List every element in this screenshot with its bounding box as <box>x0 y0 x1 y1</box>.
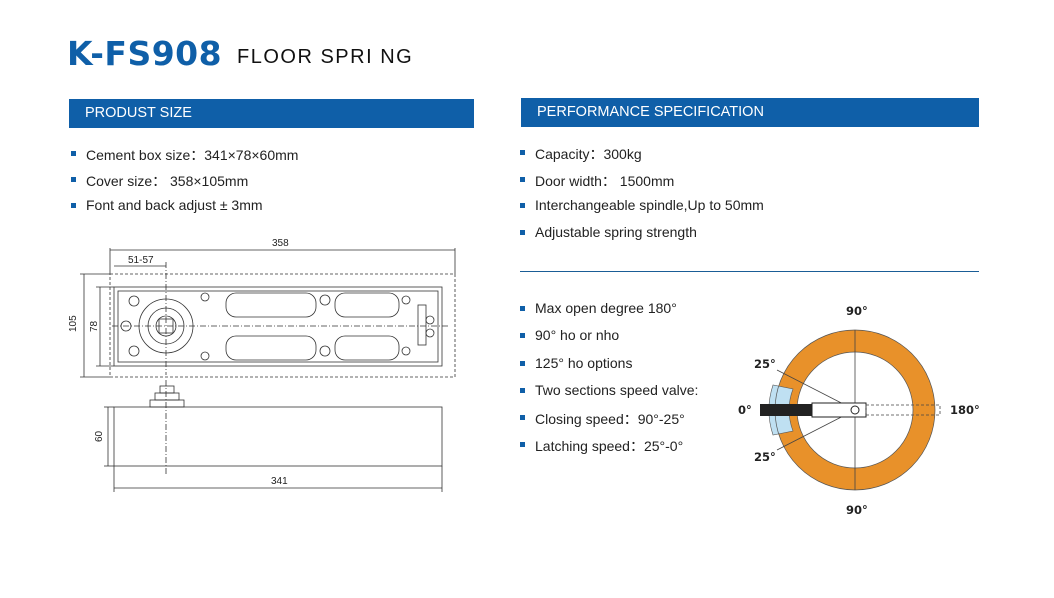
product-title: FLOOR SPRI NG <box>237 46 414 68</box>
section-divider <box>520 271 979 272</box>
label-25-lower: 25° <box>754 450 776 464</box>
product-size-heading: PRODUST SIZE <box>69 99 474 128</box>
product-size-list: Cement box size：341×78×60mm Cover size： … <box>71 145 298 223</box>
list-item: Interchangeable spindle,Up to 50mm <box>520 197 764 224</box>
list-item: Font and back adjust ± 3mm <box>71 197 298 223</box>
label-90-top: 90° <box>846 304 868 318</box>
performance-list: Capacity：300kg Door width： 1500mm Interc… <box>520 144 764 250</box>
list-item: Two sections speed valve: <box>520 382 698 409</box>
dim-cover-length: 358 <box>272 238 289 249</box>
dim-spindle-offset: 51-57 <box>128 255 154 266</box>
list-item: 90° ho or nho <box>520 327 698 354</box>
dim-cover-width: 105 <box>68 315 79 332</box>
label-0: 0° <box>738 403 752 417</box>
label-25-upper: 25° <box>754 357 776 371</box>
model-title: K-FS908 <box>67 34 223 73</box>
dim-box-height: 60 <box>94 430 105 442</box>
list-item: Cement box size：341×78×60mm <box>71 145 298 171</box>
list-item: Closing speed：90°-25° <box>520 409 698 436</box>
list-item: Capacity：300kg <box>520 144 764 171</box>
list-item: Cover size： 358×105mm <box>71 171 298 197</box>
dim-box-width: 78 <box>89 320 100 332</box>
label-90-bottom: 90° <box>846 503 868 517</box>
list-item: Door width： 1500mm <box>520 171 764 198</box>
dim-box-length: 341 <box>271 476 288 487</box>
performance-heading: PERFORMANCE SPECIFICATION <box>521 98 979 127</box>
label-180: 180° <box>950 403 980 417</box>
speed-spec-list: Max open degree 180° 90° ho or nho 125° … <box>520 300 698 464</box>
list-item: Max open degree 180° <box>520 300 698 327</box>
list-item: Latching speed：25°-0° <box>520 436 698 463</box>
list-item: Adjustable spring strength <box>520 224 764 251</box>
list-item: 125° ho options <box>520 355 698 382</box>
